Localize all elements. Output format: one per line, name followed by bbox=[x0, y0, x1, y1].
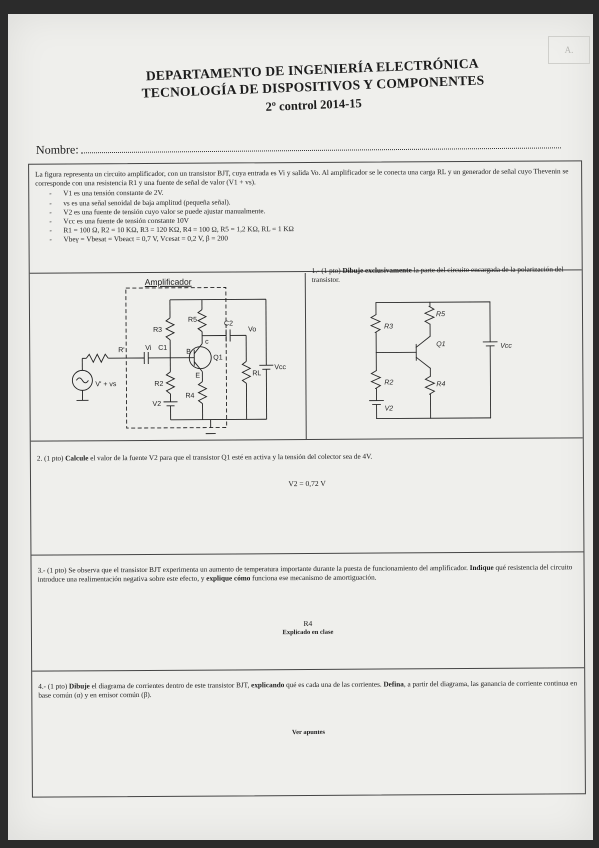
label-vcc: Vcc bbox=[274, 364, 286, 371]
sketch-label-r5: R5 bbox=[436, 311, 445, 318]
exam-page: A. DEPARTAMENTO DE INGENIERÍA ELECTRÓNIC… bbox=[8, 14, 593, 840]
section-divider bbox=[31, 551, 584, 556]
sketch-label-vcc: Vcc bbox=[500, 343, 512, 350]
q2-text: el valor de la fuente V2 para que el tra… bbox=[90, 452, 373, 463]
question-3: 3.- (1 pto) Se observa que el transistor… bbox=[38, 563, 578, 585]
q4-text-1: el diagrama de corrientes dentro de este… bbox=[91, 681, 250, 691]
label-c1: C1 bbox=[158, 345, 167, 352]
statement-list: V1 es una tensión constante de 2V. vs es… bbox=[35, 187, 575, 246]
name-label: Nombre: bbox=[35, 142, 79, 157]
question-4: 4.- (1 pto) Dibuje el diagrama de corrie… bbox=[38, 679, 578, 701]
section-divider bbox=[32, 667, 585, 672]
label-v2: V2 bbox=[153, 401, 162, 408]
label-b: B bbox=[186, 349, 191, 356]
q3-keyword-1: Indique bbox=[469, 563, 494, 573]
exam-header: DEPARTAMENTO DE INGENIERÍA ELECTRÓNICA T… bbox=[127, 55, 499, 120]
q2-keyword: Calcule bbox=[65, 454, 89, 463]
label-source: V' + vs bbox=[95, 381, 117, 388]
sketch-r4 bbox=[424, 375, 436, 395]
amplifier-circuit-diagram: R' Vi C1 R3 R5 C2 Vo c B E Q1 R2 R4 RL V… bbox=[71, 287, 287, 435]
exam-sheet: La figura representa un circuito amplifi… bbox=[28, 160, 586, 798]
q4-keyword-2: explicando bbox=[251, 681, 285, 690]
sketch-r2 bbox=[370, 370, 382, 390]
q4-keyword-3: Defina bbox=[383, 680, 404, 689]
resistor-rl bbox=[241, 361, 252, 384]
handwritten-bias-sketch: R3 R5 R2 R4 V2 Q1 Vcc bbox=[369, 301, 512, 420]
label-c: c bbox=[205, 339, 209, 346]
resistor-r4 bbox=[197, 381, 208, 404]
q4-keyword-1: Dibuje bbox=[68, 682, 90, 691]
name-field: Nombre: bbox=[36, 137, 576, 158]
q4-text-2: qué es cada una de las corrientes. bbox=[286, 680, 382, 690]
statement-paragraph: La figura representa un circuito amplifi… bbox=[35, 167, 569, 188]
resistor-r3 bbox=[165, 317, 176, 341]
q4-answer: Ver apuntes bbox=[291, 728, 326, 737]
resistor-r2 bbox=[165, 371, 176, 395]
page-corner-mark: A. bbox=[548, 36, 590, 64]
resistor-r5 bbox=[197, 309, 208, 332]
label-r4: R4 bbox=[185, 393, 194, 400]
q3-number: 3.- (1 pto) bbox=[37, 566, 67, 575]
statement-item: Vbeγ = Vbesat = Vbeact = 0,7 V, Vcesat =… bbox=[64, 233, 576, 245]
label-c2: C2 bbox=[224, 320, 233, 327]
q3-text-1: Se observa que el transistor BJT experim… bbox=[68, 564, 468, 575]
label-vo: Vo bbox=[248, 326, 256, 333]
label-r3: R3 bbox=[153, 327, 162, 334]
q4-number: 4.- (1 pto) bbox=[38, 682, 68, 691]
name-dotted-line bbox=[80, 137, 561, 154]
label-e: E bbox=[195, 373, 200, 380]
label-r2: R2 bbox=[154, 381, 163, 388]
q2-number: 2. (1 pto) bbox=[36, 454, 64, 463]
q2-answer: V2 = 0,72 V bbox=[288, 478, 326, 489]
signal-source-symbol bbox=[71, 369, 93, 391]
q3-text-3: funciona ese mecanismo de amortiguación. bbox=[252, 573, 377, 583]
question-2: 2. (1 pto) Calcule el valor de la fuente… bbox=[37, 451, 577, 464]
sketch-label-r4: R4 bbox=[436, 381, 445, 388]
label-rl: RL bbox=[252, 370, 261, 377]
sketch-label-r3: R3 bbox=[384, 323, 393, 330]
problem-statement: La figura representa un circuito amplifi… bbox=[35, 167, 575, 245]
sketch-label-v2: V2 bbox=[385, 405, 394, 412]
label-vi: Vi bbox=[145, 345, 152, 352]
label-r5: R5 bbox=[188, 317, 197, 324]
sketch-label-q: Q1 bbox=[436, 341, 445, 348]
sketch-label-r2: R2 bbox=[384, 379, 393, 386]
label-q1: Q1 bbox=[213, 355, 222, 362]
q3-keyword-2: explique cómo bbox=[206, 574, 251, 583]
label-r1: R' bbox=[118, 347, 124, 354]
sketch-r5 bbox=[423, 305, 436, 325]
resistor-r1 bbox=[85, 353, 109, 364]
sketch-r3 bbox=[369, 314, 382, 334]
